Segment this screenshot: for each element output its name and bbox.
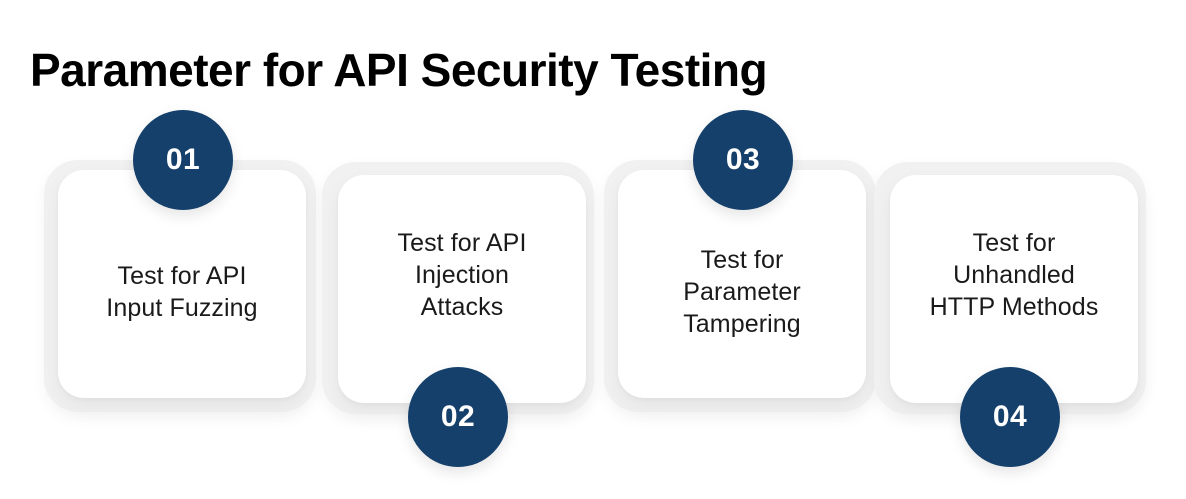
- step-number-badge: 01: [133, 110, 233, 210]
- step-number-badge: 02: [408, 367, 508, 467]
- step-number: 04: [992, 400, 1028, 433]
- step-label-line: Test for API: [117, 262, 247, 290]
- step-label-line: Unhandled: [953, 261, 1075, 289]
- step-label-line: Tampering: [683, 310, 801, 338]
- step-card-surface[interactable]: Test for API Injection Attacks: [338, 175, 586, 403]
- step-number-badge: 04: [960, 367, 1060, 467]
- step-label-line: Test for: [700, 246, 784, 274]
- step-card-surface[interactable]: Test for Parameter Tampering: [618, 170, 866, 398]
- step-label-line: Attacks: [420, 293, 504, 321]
- step-card-01[interactable]: Test for API Input Fuzzing 01: [28, 90, 328, 499]
- step-number: 03: [725, 143, 761, 176]
- step-label-line: Input Fuzzing: [106, 294, 258, 322]
- step-card-surface[interactable]: Test for API Input Fuzzing: [58, 170, 306, 398]
- step-label: Test for Unhandled HTTP Methods: [930, 227, 1099, 323]
- step-label-line: Test for: [972, 229, 1056, 257]
- step-label-line: HTTP Methods: [929, 293, 1099, 321]
- step-card-row: Test for API Input Fuzzing 01 Test for A…: [0, 90, 1186, 499]
- step-label-line: Injection: [414, 261, 509, 289]
- page-title: Parameter for API Security Testing: [30, 43, 768, 96]
- step-card-04[interactable]: Test for Unhandled HTTP Methods 04: [862, 90, 1162, 499]
- step-number: 02: [440, 400, 476, 433]
- step-card-02[interactable]: Test for API Injection Attacks 02: [310, 90, 610, 499]
- step-card-surface[interactable]: Test for Unhandled HTTP Methods: [890, 175, 1138, 403]
- step-number-badge: 03: [693, 110, 793, 210]
- step-label: Test for API Input Fuzzing: [106, 260, 257, 324]
- step-label-line: Test for API: [397, 229, 527, 257]
- step-label: Test for API Injection Attacks: [397, 227, 526, 323]
- step-card-03[interactable]: Test for Parameter Tampering 03: [588, 90, 888, 499]
- step-number: 01: [165, 143, 201, 176]
- step-label: Test for Parameter Tampering: [683, 244, 801, 340]
- step-label-line: Parameter: [683, 278, 801, 306]
